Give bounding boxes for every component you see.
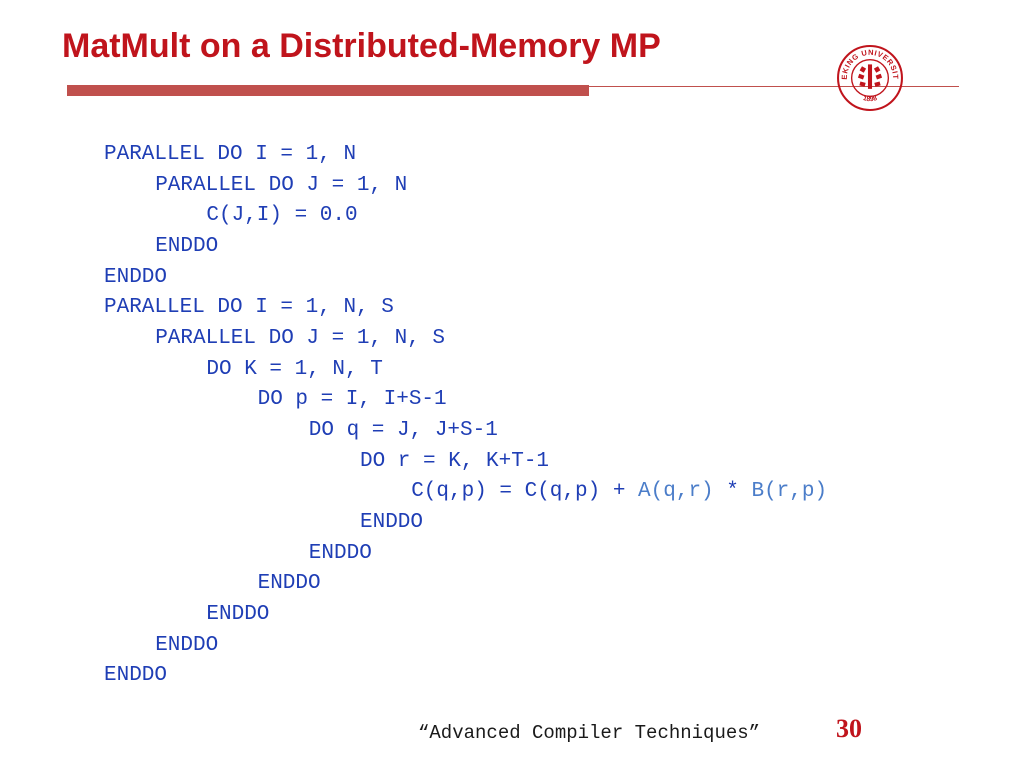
code-block: PARALLEL DO I = 1, N PARALLEL DO J = 1, N…	[104, 140, 827, 692]
page-number: 30	[836, 714, 862, 743]
code-text: C(q,p) = C(q,p) +	[411, 480, 639, 504]
title-underline-thin	[589, 86, 959, 87]
code-line: ENDDO	[104, 661, 827, 692]
code-line: PARALLEL DO J = 1, N, S	[104, 324, 827, 355]
code-line: ENDDO	[104, 631, 827, 662]
code-line: ENDDO	[104, 539, 827, 570]
code-text: ENDDO	[155, 633, 219, 657]
code-text: DO K = 1, N, T	[206, 357, 383, 381]
title-underline-thick	[67, 85, 589, 96]
code-highlight: B(r,p)	[751, 480, 828, 504]
code-line: PARALLEL DO I = 1, N	[104, 140, 827, 171]
code-line: PARALLEL DO I = 1, N, S	[104, 293, 827, 324]
code-highlight: A(q,r)	[638, 480, 714, 504]
code-text: ENDDO	[104, 265, 168, 289]
slide-title: MatMult on a Distributed-Memory MP	[62, 27, 661, 65]
code-line: ENDDO	[104, 232, 827, 263]
code-line: C(q,p) = C(q,p) + A(q,r) * B(r,p)	[104, 477, 827, 508]
code-text: ENDDO	[308, 541, 372, 565]
code-text: *	[713, 480, 752, 504]
code-text: DO p = I, I+S-1	[257, 388, 447, 412]
code-text: DO q = J, J+S-1	[308, 418, 498, 442]
footer-course-title: “Advanced Compiler Techniques”	[418, 722, 761, 744]
code-line: ENDDO	[104, 263, 827, 294]
code-line: DO q = J, J+S-1	[104, 416, 827, 447]
code-text: C(J,I) = 0.0	[206, 204, 358, 228]
code-line: ENDDO	[104, 569, 827, 600]
code-line: ENDDO	[104, 600, 827, 631]
code-line: C(J,I) = 0.0	[104, 201, 827, 232]
code-text: PARALLEL DO J = 1, N	[155, 173, 408, 197]
code-text: PARALLEL DO I = 1, N, S	[104, 296, 394, 320]
code-text: ENDDO	[155, 234, 219, 258]
code-line: PARALLEL DO J = 1, N	[104, 171, 827, 202]
code-line: DO K = 1, N, T	[104, 355, 827, 386]
code-line: ENDDO	[104, 508, 827, 539]
code-line: DO r = K, K+T-1	[104, 447, 827, 478]
code-text: ENDDO	[257, 572, 321, 596]
code-text: ENDDO	[206, 602, 270, 626]
code-line: DO p = I, I+S-1	[104, 385, 827, 416]
code-text: ENDDO	[360, 510, 424, 534]
code-text: PARALLEL DO I = 1, N	[104, 143, 357, 166]
code-text: PARALLEL DO J = 1, N, S	[155, 326, 446, 350]
code-text: DO r = K, K+T-1	[360, 449, 550, 473]
svg-text:1898: 1898	[862, 95, 878, 103]
code-text: ENDDO	[104, 664, 168, 688]
